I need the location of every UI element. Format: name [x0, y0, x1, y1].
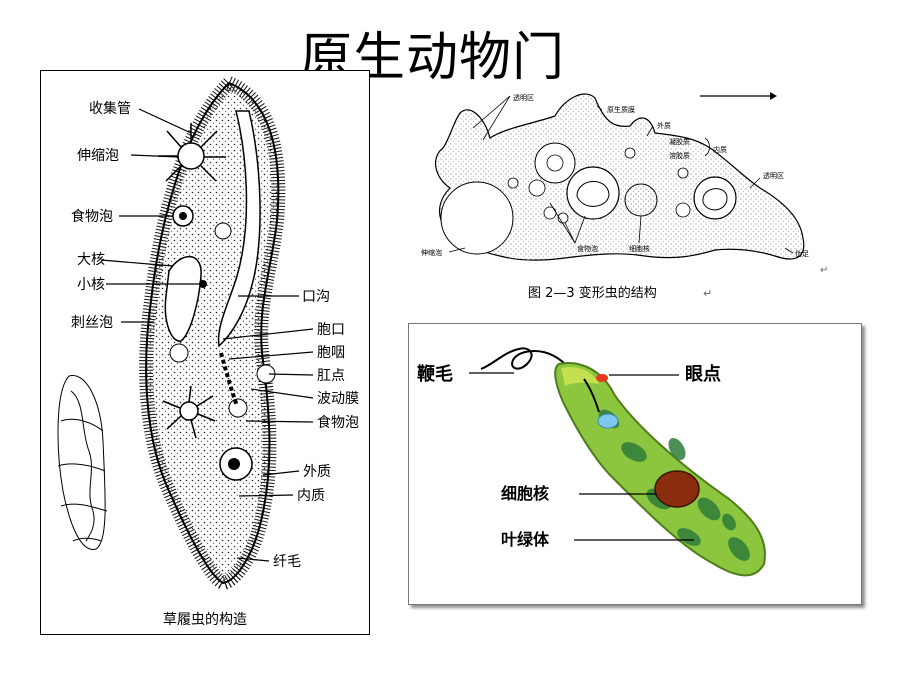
amoeba-label-food-vacuole: 食物泡 [577, 244, 598, 253]
label-contractile-vacuole: 伸缩泡 [77, 148, 119, 164]
amoeba-label-hyaline-zone-right: 透明区 [763, 172, 784, 180]
paramecium-caption: 草履虫的构造 [163, 612, 247, 628]
micronucleus-shape [199, 280, 207, 288]
euglena-panel: 鞭毛 眼点 细胞核 叶绿体 [408, 323, 862, 605]
amoeba-label-nucleus: 细胞核 [629, 244, 650, 253]
label-ectoplasm: 外质 [303, 464, 331, 480]
amoeba-label-contractile-vacuole: 伸缩泡 [421, 248, 442, 257]
label-trichocyst: 刺丝泡 [71, 315, 113, 331]
amoeba-contractile-vacuole [440, 181, 514, 255]
food-vacuole-2 [214, 222, 232, 240]
label-endoplasm: 内质 [297, 488, 325, 504]
paramecium-inset-outline [57, 375, 108, 550]
oral-groove-shape [217, 110, 261, 348]
amoeba-diagram: 透明区 原生质膜 外质 凝胶质 溶胶质 内质 透明区 伸缩泡 食物泡 细胞核 伪… [421, 92, 828, 301]
amoeba-label-hyaline-zone-top: 透明区 [513, 94, 534, 102]
amoeba-corner-mark: ↵ [820, 265, 828, 276]
amoeba-vacuole-small-1 [528, 179, 546, 197]
amoeba-nucleus [624, 183, 658, 217]
macronucleus-shape [164, 255, 202, 342]
label-food-vacuole-right: 食物泡 [317, 414, 359, 431]
eyespot-shape [596, 374, 608, 382]
amoeba-leader-lines [448, 95, 794, 254]
food-vacuole-1-content [179, 212, 187, 220]
euglena-label-eyespot: 眼点 [685, 363, 721, 385]
amoeba-label-pseudopod: 伪足 [795, 249, 809, 258]
amoeba-vacuole-small-4 [675, 202, 691, 218]
euglena-label-nucleus: 细胞核 [501, 484, 549, 503]
food-vacuole-6-content [228, 458, 240, 470]
amoeba-label-plasmagel: 凝胶质 [669, 137, 690, 146]
label-oral-groove: 口沟 [302, 289, 330, 305]
label-macronucleus: 大核 [77, 252, 105, 268]
label-undulating-membrane: 波动膜 [317, 391, 359, 407]
label-food-vacuole-left: 食物泡 [71, 208, 113, 225]
contractile-vacuole-bottom [162, 385, 216, 439]
amoeba-food-vacuole-2-content [576, 181, 610, 207]
food-vacuole-5 [228, 398, 248, 418]
paramecium-panel: 收集管 伸缩泡 食物泡 大核 小核 刺丝泡 口沟 胞口 胞咽 肛点 波动膜 食物… [40, 70, 370, 635]
euglena-contractile-vacuole [597, 413, 619, 429]
label-micronucleus: 小核 [77, 277, 105, 293]
euglena-nucleus-shape [654, 470, 700, 508]
amoeba-caption-mark: ↵ [703, 287, 712, 300]
euglena-label-chloroplast: 叶绿体 [501, 530, 550, 549]
euglena-label-flagellum: 鞭毛 [417, 363, 453, 385]
amoeba-caption: 图 2—3 变形虫的结构 [528, 285, 657, 301]
amoeba-food-vacuole-3-content [702, 188, 728, 211]
amoeba-panel: 透明区 原生质膜 外质 凝胶质 溶胶质 内质 透明区 伸缩泡 食物泡 细胞核 伪… [415, 78, 840, 310]
amoeba-vacuole-small-6 [624, 147, 636, 159]
movement-arrow-head [770, 92, 777, 100]
gullet [583, 378, 600, 413]
euglena-anterior [561, 366, 599, 386]
amoeba-label-ectoplasm: 外质 [657, 121, 671, 130]
label-cytostome: 胞口 [317, 322, 345, 338]
paramecium-leader-lines [100, 108, 314, 562]
amoeba-vacuole-small-5 [507, 177, 519, 189]
amoeba-label-plasmasol: 溶胶质 [669, 151, 690, 160]
label-collecting-canal: 收集管 [89, 100, 131, 117]
euglena-leader-lines [469, 372, 694, 541]
amoeba-vacuole-small-7 [677, 167, 689, 179]
cytopharynx-shape [219, 352, 239, 407]
label-anal-spot: 肛点 [317, 368, 345, 384]
paramecium-body [145, 81, 280, 585]
euglena-diagram: 鞭毛 眼点 细胞核 叶绿体 [417, 347, 766, 577]
contractile-vacuole-top [158, 123, 226, 182]
flagellum [480, 347, 590, 390]
label-cilia: 纤毛 [273, 554, 301, 570]
label-cytopharynx: 胞咽 [317, 345, 345, 361]
paramecium-diagram: 收集管 伸缩泡 食物泡 大核 小核 刺丝泡 口沟 胞口 胞咽 肛点 波动膜 食物… [57, 74, 359, 628]
food-vacuole-3 [169, 343, 189, 363]
amoeba-label-endoplasm: 内质 [713, 145, 727, 154]
amoeba-vacuole-small-2 [543, 206, 557, 220]
amoeba-label-plasma-membrane: 原生质膜 [607, 105, 635, 114]
amoeba-food-vacuole-1-content [546, 154, 564, 172]
